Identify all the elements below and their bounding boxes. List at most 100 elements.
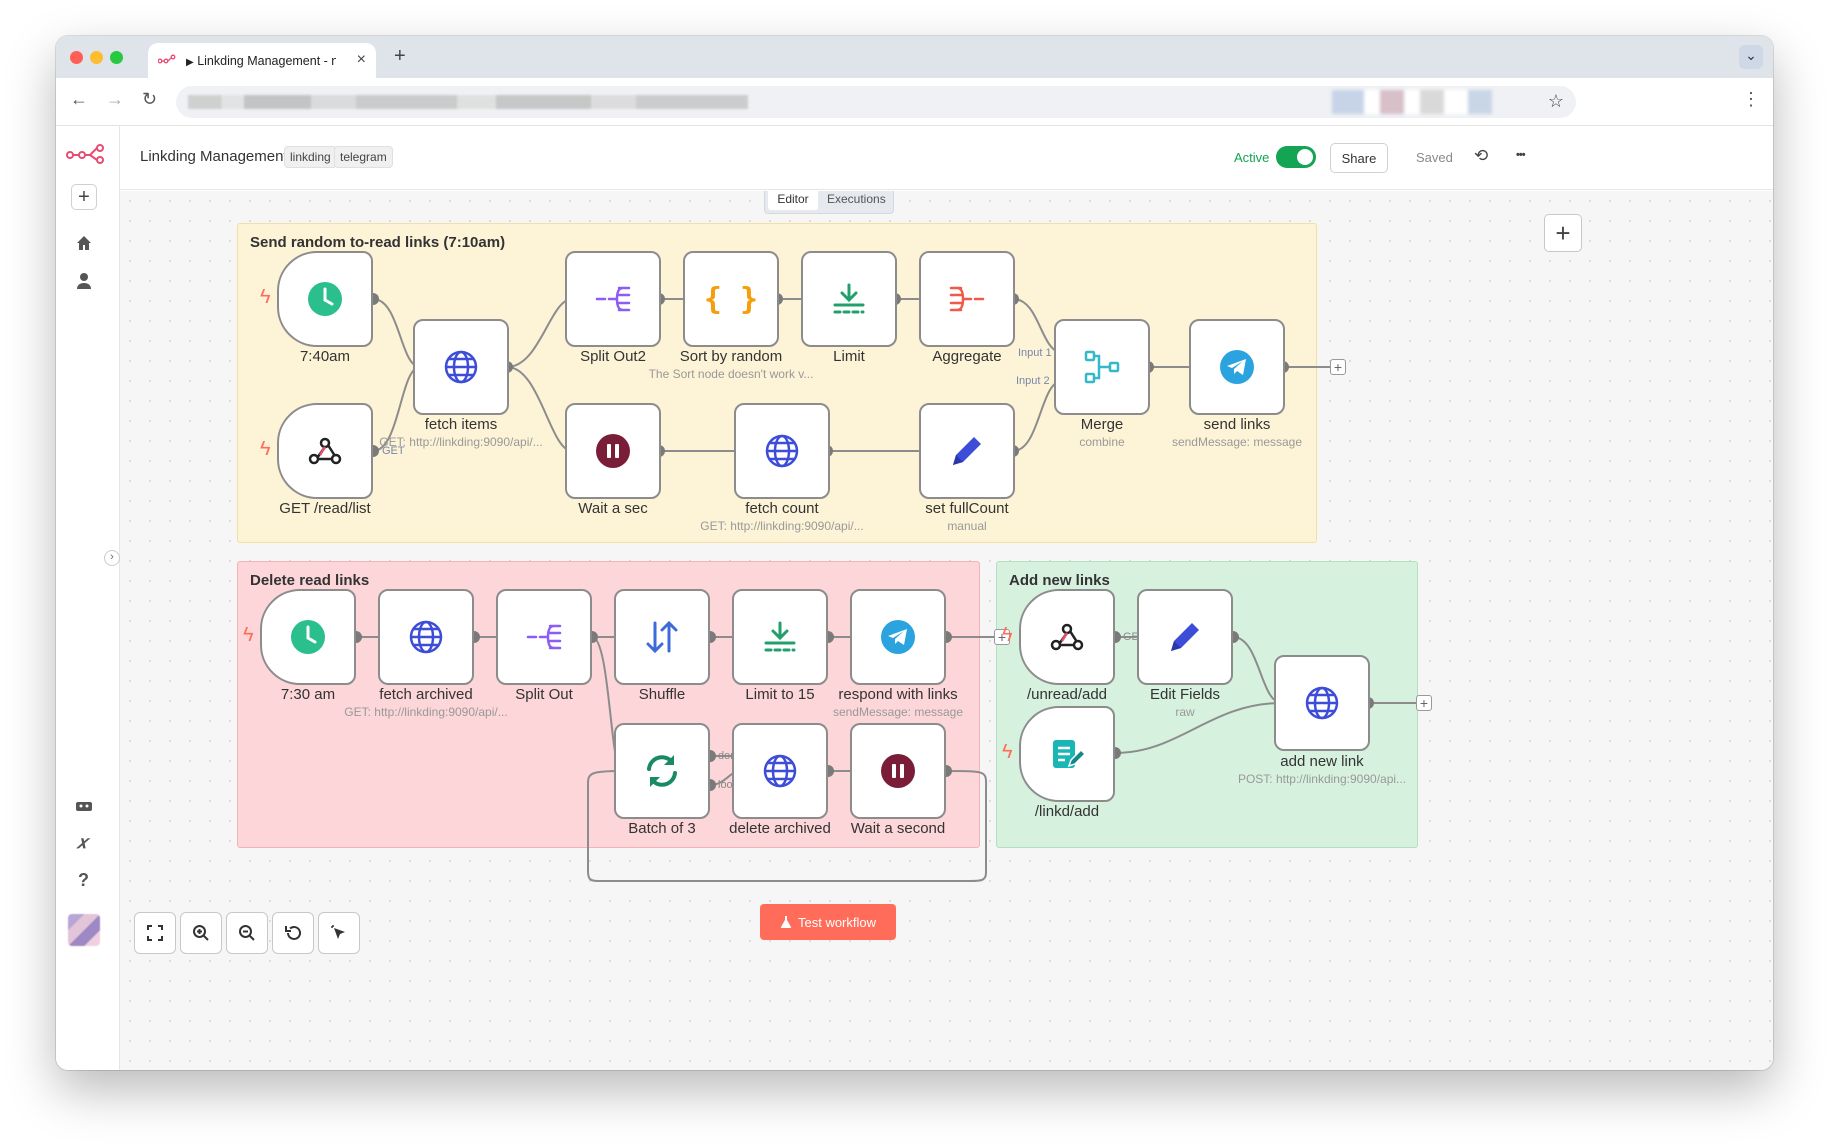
telegram-icon: [881, 620, 915, 654]
minimize-window-button[interactable]: [90, 51, 103, 64]
avatar[interactable]: [68, 914, 100, 946]
active-label: Active: [1234, 150, 1270, 165]
clock-icon: [308, 282, 342, 316]
tag-linkding[interactable]: linkding: [284, 146, 337, 168]
variables-icon[interactable]: 𝑥: [77, 832, 88, 852]
new-tab-button[interactable]: +: [394, 45, 406, 67]
node-send-links[interactable]: [1189, 319, 1285, 415]
workflow-name[interactable]: Linkding Management: [140, 148, 288, 165]
workflow-header: Linkding Management linkding telegram Ac…: [120, 126, 1773, 190]
home-icon[interactable]: [75, 234, 93, 252]
node-label: GET /read/list: [279, 500, 371, 517]
node-wait-second[interactable]: [850, 723, 946, 819]
pencil-icon: [953, 437, 981, 465]
node-limit15[interactable]: [732, 589, 828, 685]
browser-menu-icon[interactable]: ⋮: [1742, 89, 1760, 109]
maximize-window-button[interactable]: [110, 51, 123, 64]
add-after-respond[interactable]: +: [994, 629, 1010, 645]
more-options-icon[interactable]: •••: [1516, 149, 1526, 161]
node-respond-links[interactable]: [850, 589, 946, 685]
node-label: Merge: [1080, 416, 1124, 433]
node-wait-sec[interactable]: [565, 403, 661, 499]
flask-icon: [780, 916, 792, 928]
left-sidebar: + › 𝑥 ?: [56, 126, 120, 1070]
node-delete-archived[interactable]: [732, 723, 828, 819]
aggregate-icon: [949, 286, 985, 312]
n8n-favicon-icon: [158, 54, 176, 64]
node-subtitle: manual: [947, 519, 987, 533]
tag-telegram[interactable]: telegram: [334, 146, 393, 168]
globe-icon: [763, 754, 797, 788]
test-workflow-button[interactable]: Test workflow: [760, 904, 896, 940]
user-icon[interactable]: [75, 272, 93, 290]
node-split-out[interactable]: [496, 589, 592, 685]
extensions-area[interactable]: [1332, 90, 1492, 114]
fit-view-button[interactable]: [134, 912, 176, 954]
tab-editor[interactable]: Editor: [768, 191, 818, 210]
node-shuffle[interactable]: [614, 589, 710, 685]
zoom-out-button[interactable]: [226, 912, 268, 954]
history-icon[interactable]: ⟲: [1474, 146, 1489, 165]
limit-icon: [833, 283, 865, 314]
globe-icon: [409, 620, 443, 654]
node-linkd-add[interactable]: [1019, 706, 1115, 802]
split-out-icon: [595, 286, 631, 312]
node-merge[interactable]: [1054, 319, 1150, 415]
address-bar: ← → ↻ ☆ ⋮: [56, 78, 1773, 126]
tab-title: ▶ Linkding Management - n8: [186, 54, 336, 68]
node-unread-add[interactable]: [1019, 589, 1115, 685]
n8n-logo-icon[interactable]: [66, 144, 106, 164]
sticky-title: Add new links: [1009, 572, 1110, 589]
zoom-in-button[interactable]: [180, 912, 222, 954]
add-node-button[interactable]: +: [1544, 214, 1582, 252]
reload-button[interactable]: ↻: [142, 89, 158, 109]
add-after-send-links[interactable]: +: [1330, 359, 1346, 375]
workflow-canvas[interactable]: Editor Executions + Send random to-read …: [120, 191, 1773, 1070]
back-button[interactable]: ←: [70, 89, 88, 109]
node-split-out2[interactable]: [565, 251, 661, 347]
reset-zoom-button[interactable]: [272, 912, 314, 954]
node-label: Split Out: [515, 686, 573, 703]
node-get-read-list[interactable]: [277, 403, 373, 499]
trigger-bolt-icon: ϟ: [243, 624, 254, 646]
tab-search-button[interactable]: ⌄: [1739, 45, 1763, 69]
node-label: Limit to 15: [745, 686, 815, 703]
share-button[interactable]: Share: [1330, 143, 1388, 173]
browser-window: ▶ Linkding Management - n8 × + ⌄ ← → ↻ ☆…: [56, 36, 1773, 1070]
close-window-button[interactable]: [70, 51, 83, 64]
node-set-fullcount[interactable]: [919, 403, 1015, 499]
active-toggle[interactable]: [1276, 146, 1316, 168]
browser-tab[interactable]: ▶ Linkding Management - n8 ×: [148, 43, 376, 78]
node-730am[interactable]: [260, 589, 356, 685]
globe-icon: [1305, 686, 1339, 720]
tab-executions[interactable]: Executions: [827, 192, 886, 206]
pause-icon: [881, 754, 915, 788]
add-after-add-new-link[interactable]: +: [1416, 695, 1432, 711]
sidebar-expand-button[interactable]: ›: [104, 550, 120, 566]
telegram-icon: [1220, 350, 1254, 384]
node-batch3[interactable]: [614, 723, 710, 819]
node-label: respond with links: [838, 686, 958, 703]
help-icon[interactable]: ?: [78, 870, 89, 890]
trigger-bolt-icon: ϟ: [1002, 741, 1013, 763]
tab-close-icon[interactable]: ×: [356, 51, 366, 68]
templates-icon[interactable]: [74, 798, 94, 814]
node-label: 7:30 am: [280, 686, 336, 703]
input2-label: Input 2: [1016, 375, 1050, 387]
zoom-in-icon: [193, 925, 209, 941]
node-sort-random[interactable]: { }: [683, 251, 779, 347]
braces-icon: { }: [703, 281, 759, 317]
node-aggregate[interactable]: [919, 251, 1015, 347]
node-fetch-items[interactable]: [413, 319, 509, 415]
node-fetch-archived[interactable]: [378, 589, 474, 685]
tidy-up-button[interactable]: [318, 912, 360, 954]
node-add-new-link[interactable]: [1274, 655, 1370, 751]
bookmark-star-icon[interactable]: ☆: [1547, 91, 1564, 111]
node-edit-fields[interactable]: [1137, 589, 1233, 685]
merge-icon: [1084, 350, 1120, 384]
node-limit[interactable]: [801, 251, 897, 347]
node-fetch-count[interactable]: [734, 403, 830, 499]
forward-button[interactable]: →: [106, 89, 124, 109]
add-resource-button[interactable]: +: [71, 184, 97, 210]
node-740am[interactable]: [277, 251, 373, 347]
